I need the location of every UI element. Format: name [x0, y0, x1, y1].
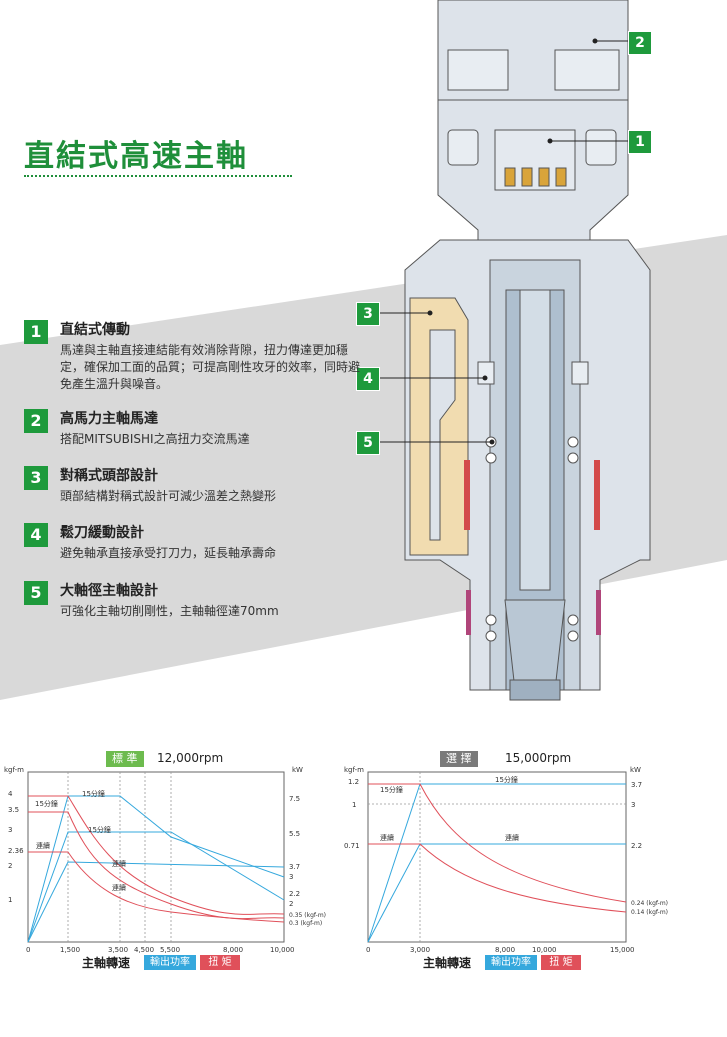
xtick: 0: [26, 946, 30, 954]
feature-number: 1: [24, 320, 48, 344]
ytick: 1: [8, 896, 12, 904]
chart-left-tag: 標 準: [106, 751, 144, 767]
series-label: 15分鐘: [35, 799, 58, 808]
ytick-right: 3.7: [289, 863, 300, 871]
chart-left-rpm: 12,000rpm: [157, 751, 224, 765]
chart-left: kgf-m kW 4 3.5 3 2.36 2 1 7.5 5.5 3.7 3 …: [4, 766, 326, 954]
xtick: 5,500: [160, 946, 180, 954]
xtick: 10,000: [532, 946, 557, 954]
feature-description: 馬達與主軸直接連結能有效消除背隙，扭力傳達更加穩定，確保加工面的品質；可提高剛性…: [60, 343, 361, 391]
xtick: 1,500: [60, 946, 80, 954]
spindle-diagram: [378, 0, 651, 701]
ytick-right: 0.3 (kgf-m): [289, 920, 322, 927]
legend-power: 輸出功率: [485, 955, 537, 970]
feature-description: 頭部結構對稱式設計可減少溫差之熱變形: [60, 489, 277, 503]
series-label: 連續: [505, 833, 519, 842]
series-label: 15分鐘: [88, 825, 111, 834]
series-label: 連續: [36, 841, 50, 850]
ytick-right: 2.2: [289, 890, 300, 898]
callout-1: 1: [628, 130, 652, 154]
ytick-right: 3: [631, 801, 635, 809]
ytick: 3.5: [8, 806, 19, 814]
feature-number: 3: [24, 466, 48, 490]
feature-heading: 對稱式頭部設計: [60, 468, 158, 484]
left-axis-unit: kgf-m: [4, 766, 24, 774]
feature-heading: 直結式傳動: [60, 322, 130, 338]
grid-lines: [67, 772, 172, 942]
ytick-right: 3.7: [631, 781, 642, 789]
callout-5: 5: [356, 431, 380, 455]
ytick: 3: [8, 826, 12, 834]
spindle-body: [404, 0, 651, 701]
plot-frame: [367, 771, 627, 943]
series-label: 15分鐘: [495, 775, 518, 784]
right-axis-unit: kW: [292, 766, 303, 774]
power-lines: [27, 795, 285, 943]
ytick-right: 5.5: [289, 830, 300, 838]
right-axis-unit: kW: [630, 766, 641, 774]
chart-right-rpm: 15,000rpm: [505, 751, 572, 765]
grid-lines: [368, 772, 626, 942]
series-label: 連續: [380, 833, 394, 842]
ytick: 1: [352, 801, 356, 809]
ytick: 0.71: [344, 842, 360, 850]
xtick: 3,000: [410, 946, 430, 954]
ytick-right: 0.24 (kgf-m): [631, 900, 668, 907]
xtick: 15,000: [610, 946, 635, 954]
xtick: 3,500: [108, 946, 128, 954]
feature-1: 1 直結式傳動 馬達與主軸直接連結能有效消除背隙，扭力傳達更加穩定，確保加工面的…: [24, 320, 360, 391]
feature-number: 2: [24, 409, 48, 433]
ytick: 2.36: [8, 847, 24, 855]
feature-heading: 鬆刀緩動設計: [60, 525, 144, 541]
legend-torque: 扭 矩: [541, 955, 581, 970]
series-label: 連續: [112, 883, 126, 892]
legend-torque: 扭 矩: [200, 955, 240, 970]
ytick-right: 2: [289, 900, 293, 908]
title-divider: [24, 175, 292, 177]
ytick: 4: [8, 790, 13, 798]
feature-heading: 高馬力主軸馬達: [60, 411, 158, 427]
feature-number: 4: [24, 523, 48, 547]
feature-description: 可強化主軸切削剛性，主軸軸徑達70mm: [60, 604, 279, 618]
page-title: 直結式高速主軸: [24, 139, 248, 174]
xtick: 0: [366, 946, 370, 954]
ytick-right: 2.2: [631, 842, 642, 850]
series-label: 15分鐘: [380, 785, 403, 794]
left-axis-unit: kgf-m: [344, 766, 364, 774]
ytick-right: 0.14 (kgf-m): [631, 909, 668, 916]
callout-4: 4: [356, 367, 380, 391]
ytick: 2: [8, 862, 12, 870]
plot-frame: [27, 771, 285, 943]
xtick: 8,000: [495, 946, 515, 954]
callout-2: 2: [628, 31, 652, 55]
ytick-right: 3: [289, 873, 293, 881]
feature-description: 避免軸承直接承受打刀力，延長軸承壽命: [60, 546, 277, 560]
chart-right: kgf-m kW 1.2 1 0.71 3.7 3 2.2 0.24 (kgf-…: [344, 766, 668, 954]
feature-description: 搭配MITSUBISHI之高扭力交流馬達: [60, 432, 250, 446]
series-label: 連續: [112, 859, 126, 868]
feature-number: 5: [24, 581, 48, 605]
feature-4: 4 鬆刀緩動設計 避免軸承直接承受打刀力，延長軸承壽命: [24, 523, 354, 563]
ytick-right: 7.5: [289, 795, 300, 803]
torque-lines: [368, 783, 627, 913]
feature-2: 2 高馬力主軸馬達 搭配MITSUBISHI之高扭力交流馬達: [24, 409, 354, 449]
chart-left-xlabel: 主軸轉速: [82, 956, 131, 970]
torque-lines: [28, 795, 285, 923]
feature-heading: 大軸徑主軸設計: [60, 583, 158, 599]
feature-5: 5 大軸徑主軸設計 可強化主軸切削剛性，主軸軸徑達70mm: [24, 581, 354, 621]
legend-power: 輸出功率: [144, 955, 196, 970]
xtick: 4,500: [134, 946, 154, 954]
xtick: 10,000: [270, 946, 295, 954]
leader-lines: [378, 38, 628, 445]
chart-right-tag: 選 擇: [440, 751, 478, 767]
chart-right-xlabel: 主軸轉速: [423, 956, 472, 970]
callout-3: 3: [356, 302, 380, 326]
xtick: 8,000: [223, 946, 243, 954]
feature-3: 3 對稱式頭部設計 頭部結構對稱式設計可減少溫差之熱變形: [24, 466, 354, 506]
ytick-right: 0.35 (kgf-m): [289, 912, 326, 919]
series-label: 15分鐘: [82, 789, 105, 798]
ytick: 1.2: [348, 778, 359, 786]
